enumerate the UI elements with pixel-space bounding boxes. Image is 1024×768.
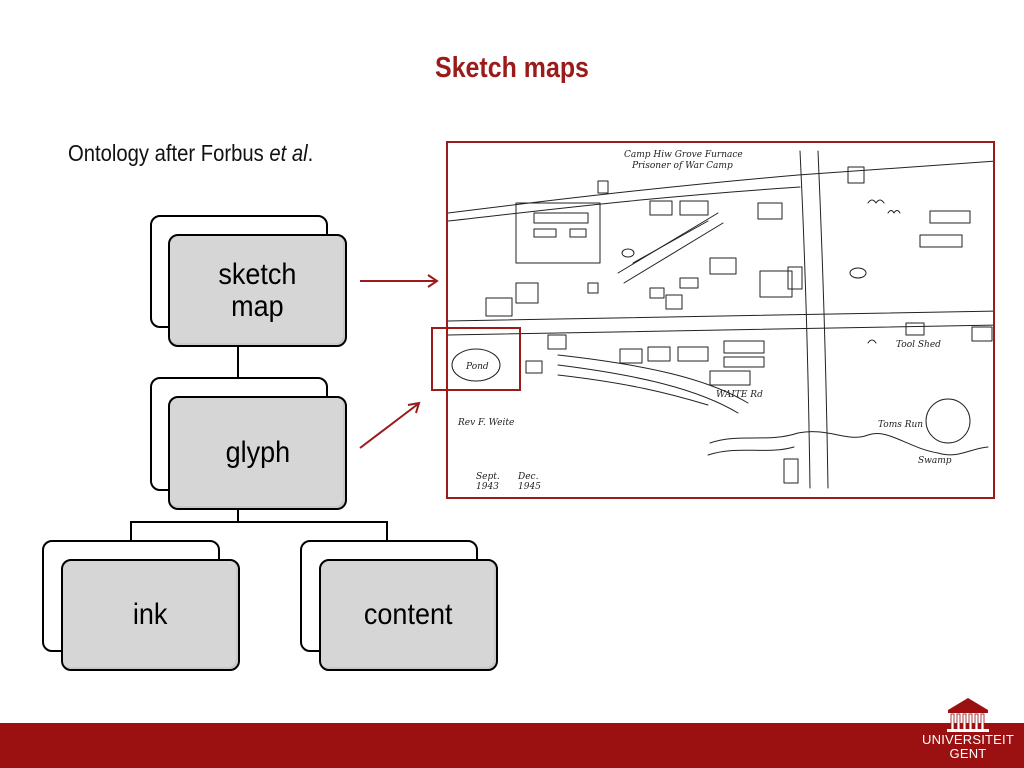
map-header-1: Camp Hiw Grove Furnace	[624, 150, 743, 160]
sketch-map-image: Camp Hiw Grove Furnace Prisoner of War C…	[446, 141, 995, 499]
bldg-c	[757, 202, 783, 220]
slide-title: Sketch maps	[435, 52, 589, 84]
node-sketch-map: sketch map	[150, 215, 348, 347]
map-tool-shed: Tool Shed	[896, 340, 941, 350]
node-ink-box: ink	[61, 559, 240, 671]
node-content-box: content	[319, 559, 498, 671]
subtitle: Ontology after Forbus et al.	[68, 140, 313, 167]
map-date-right-1: Dec.	[517, 472, 539, 482]
trees	[867, 199, 901, 344]
bldg-z	[971, 326, 993, 342]
bldg-w	[929, 210, 971, 224]
node-sketch-map-box: sketch map	[168, 234, 347, 347]
university-name: UNIVERSITEIT GENT	[918, 733, 1018, 761]
bldg-q	[677, 346, 709, 362]
road-top-lower	[448, 186, 801, 222]
road-waite-2	[557, 364, 739, 414]
sketch-map-drawing: Camp Hiw Grove Furnace Prisoner of War C…	[448, 150, 993, 492]
connector-root-glyph	[237, 345, 239, 397]
subtitle-suffix: .	[307, 140, 314, 166]
bldg-t	[709, 370, 751, 386]
university-name-line1: UNIVERSITEIT	[922, 732, 1014, 747]
bldg-b	[679, 200, 709, 216]
map-pond-label: Pond	[465, 362, 489, 372]
bldg-gate	[783, 458, 799, 484]
bldg-s	[723, 356, 765, 368]
node-glyph: glyph	[150, 377, 348, 510]
bldg-m	[547, 334, 567, 350]
bldg-v	[847, 166, 865, 184]
node-glyph-box: glyph	[168, 396, 347, 510]
bldg-n	[525, 360, 543, 374]
connector-horizontal	[130, 521, 388, 523]
compound-bldg-3	[569, 228, 587, 238]
node-content-label: content	[364, 598, 453, 632]
bldg-h	[649, 287, 665, 299]
node-ink: ink	[42, 540, 240, 671]
node-ink-label: ink	[133, 598, 168, 632]
glyph-highlight-box	[431, 327, 521, 391]
compound-bldg-2	[533, 228, 557, 238]
subtitle-italic: et al	[269, 140, 308, 166]
map-date-right-2: 1945	[518, 482, 541, 492]
pond-tiny	[621, 248, 635, 258]
diagonal-2	[623, 222, 724, 284]
map-road-label: WAITE Rd	[716, 390, 763, 400]
map-author: Rev F. Weite	[457, 418, 514, 428]
road-vertical-left	[799, 150, 811, 489]
map-date-left-1: Sept.	[476, 472, 500, 482]
connector-glyph-split	[237, 508, 239, 522]
bldg-g	[679, 277, 699, 289]
bldg-e	[759, 270, 793, 298]
map-date-left-2: 1943	[476, 482, 499, 492]
bldg-u	[597, 180, 609, 194]
bldg-d	[709, 257, 737, 275]
creek	[709, 431, 989, 456]
pond-left	[451, 348, 501, 382]
node-content: content	[300, 540, 498, 671]
arrow-map-head	[427, 274, 439, 288]
bldg-x	[919, 234, 963, 248]
connector-to-ink	[130, 521, 132, 541]
map-tom-run: Toms Run	[878, 420, 923, 430]
road-top	[448, 160, 993, 214]
map-swamp: Swamp	[918, 456, 952, 466]
bldg-p	[647, 346, 671, 362]
compound-bldg-1	[533, 212, 589, 224]
arrow-glyph	[359, 403, 419, 449]
bldg-f	[787, 266, 803, 290]
compound-fence	[515, 202, 601, 264]
pond-small	[849, 267, 867, 279]
bldg-l	[587, 282, 599, 294]
bldg-y	[905, 322, 925, 336]
creek-2	[707, 446, 795, 456]
bldg-r	[723, 340, 765, 354]
bldg-a	[649, 200, 673, 216]
road-middle-top	[448, 310, 993, 322]
bldg-k	[485, 297, 513, 317]
map-header-2: Prisoner of War Camp	[631, 161, 733, 171]
road-vertical-right	[817, 150, 829, 489]
subtitle-prefix: Ontology after Forbus	[68, 140, 270, 166]
pond-right	[925, 398, 971, 444]
connector-to-content	[386, 521, 388, 541]
diagonal-3	[632, 220, 709, 264]
node-glyph-label: glyph	[225, 436, 290, 470]
footer-bar	[0, 723, 1024, 768]
university-logo-icon	[947, 698, 989, 732]
bldg-o	[619, 348, 643, 364]
arrow-glyph-head	[407, 401, 421, 414]
road-waite-1	[557, 354, 749, 404]
bldg-j	[515, 282, 539, 304]
bldg-i	[665, 294, 683, 310]
university-name-line2: GENT	[949, 746, 987, 761]
node-sketch-map-label: sketch map	[218, 258, 297, 323]
road-waite-3	[557, 374, 709, 406]
road-middle-bottom	[448, 324, 993, 336]
